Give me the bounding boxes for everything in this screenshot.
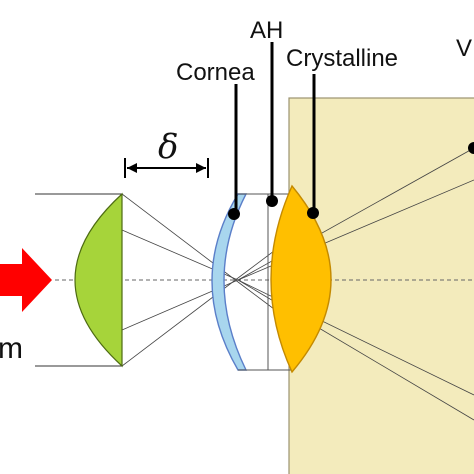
ah-label: AH <box>250 17 283 44</box>
ah-marker-dot <box>266 195 278 207</box>
input-beam-arrow <box>0 248 52 312</box>
delta-arrowhead-right <box>196 163 206 173</box>
crystalline-lens-shape <box>270 184 332 374</box>
crystalline-marker-dot <box>307 207 319 219</box>
vitreous-label-partial: V <box>456 35 472 62</box>
delta-arrowhead-left <box>127 163 137 173</box>
cornea-label: Cornea <box>176 59 255 86</box>
cornea-marker-dot <box>228 208 240 220</box>
collimating-lens <box>74 192 123 368</box>
beam-label-partial: m <box>0 332 23 365</box>
delta-marker <box>124 158 209 178</box>
crystalline-label: Crystalline <box>286 45 398 72</box>
delta-label: δ <box>158 127 178 167</box>
vitreous-marker-dot <box>468 142 474 154</box>
